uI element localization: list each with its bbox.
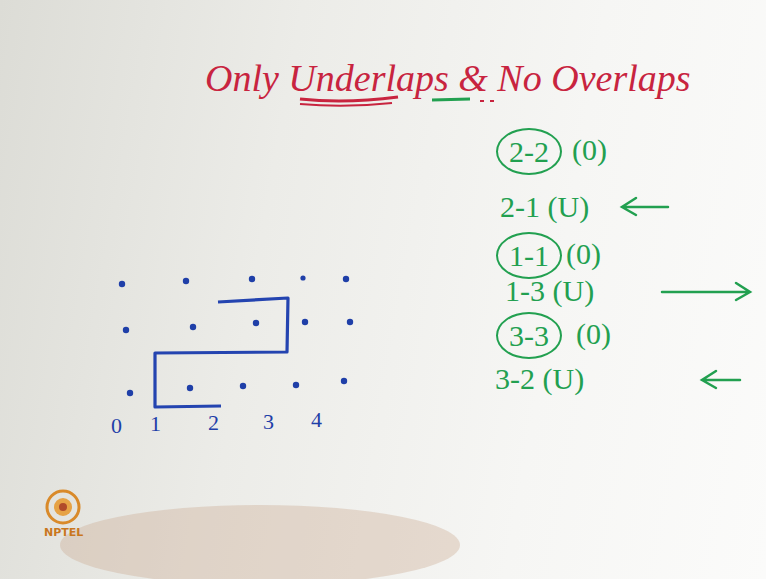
- overlap-value: (0): [572, 133, 607, 166]
- logo-text: NPTEL: [44, 527, 83, 539]
- axis-number: 4: [311, 408, 322, 432]
- pair-text: 2-2: [509, 135, 549, 168]
- pair-entry: 1-3 (U): [505, 274, 594, 307]
- pair-text: 1-1: [509, 239, 549, 272]
- axis-number: 0: [111, 414, 122, 438]
- pair-entry: 2-1 (U): [500, 190, 589, 223]
- circled-pair: 3-3: [496, 312, 562, 359]
- hand-blur: [60, 505, 460, 579]
- pair-entry: 3-2 (U): [495, 362, 584, 395]
- axis-number: 2: [208, 411, 219, 435]
- circled-pair: 2-2: [496, 128, 562, 175]
- nptel-logo: [47, 491, 79, 523]
- underline: [432, 99, 470, 100]
- overlap-value: (0): [576, 317, 611, 350]
- circled-pair: 1-1: [496, 232, 562, 279]
- underline: [300, 103, 392, 106]
- direction-arrows: [622, 198, 750, 388]
- underline: [480, 100, 494, 102]
- chain-path: [155, 298, 288, 407]
- title: Only Underlaps & No Overlaps: [205, 58, 691, 100]
- axis-number: 1: [150, 412, 161, 436]
- pair-text: 3-3: [509, 319, 549, 352]
- overlap-value: (0): [566, 237, 601, 270]
- axis-number: 3: [263, 410, 274, 434]
